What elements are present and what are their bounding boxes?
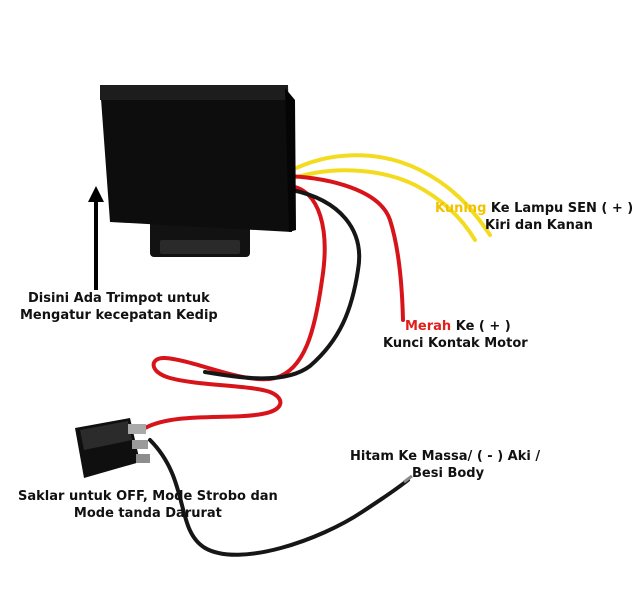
red-wire-label: Merah Ke ( + ) Kunci Kontak Motor — [383, 318, 528, 352]
rocker-switch — [75, 418, 150, 478]
red-wire-label-rest: Ke ( + ) — [451, 319, 511, 334]
flasher-housing — [100, 85, 296, 257]
trimpot-arrow — [88, 186, 104, 290]
red-wire-label-line1: Merah Ke ( + ) — [383, 318, 528, 335]
yellow-wire-label-line1: Kuning Ke Lampu SEN ( + ) — [435, 200, 633, 217]
yellow-color-word: Kuning — [435, 201, 486, 216]
yellow-wire-label: Kuning Ke Lampu SEN ( + ) Kiri dan Kanan — [435, 200, 633, 234]
yellow-wire-label-rest: Ke Lampu SEN ( + ) — [486, 201, 633, 216]
red-wire-long — [288, 176, 403, 320]
black-wire-label-line2: Besi Body — [350, 465, 540, 482]
red-color-word: Merah — [405, 319, 451, 334]
red-wire-label-line2: Kunci Kontak Motor — [383, 335, 528, 352]
black-wire-label: Hitam Ke Massa/ ( - ) Aki / Besi Body — [350, 448, 540, 482]
yellow-wire-label-line2: Kiri dan Kanan — [435, 217, 633, 234]
trimpot-label-line2: Mengatur kecepatan Kedip — [20, 307, 218, 324]
switch-label-line2: Mode tanda Darurat — [18, 505, 278, 522]
trimpot-label: Disini Ada Trimpot untuk Mengatur kecepa… — [20, 290, 218, 324]
switch-label: Saklar untuk OFF, Mode Strobo dan Mode t… — [18, 488, 278, 522]
trimpot-label-line1: Disini Ada Trimpot untuk — [20, 290, 218, 307]
black-wire-label-line1: Hitam Ke Massa/ ( - ) Aki / — [350, 448, 540, 465]
switch-label-line1: Saklar untuk OFF, Mode Strobo dan — [18, 488, 278, 505]
